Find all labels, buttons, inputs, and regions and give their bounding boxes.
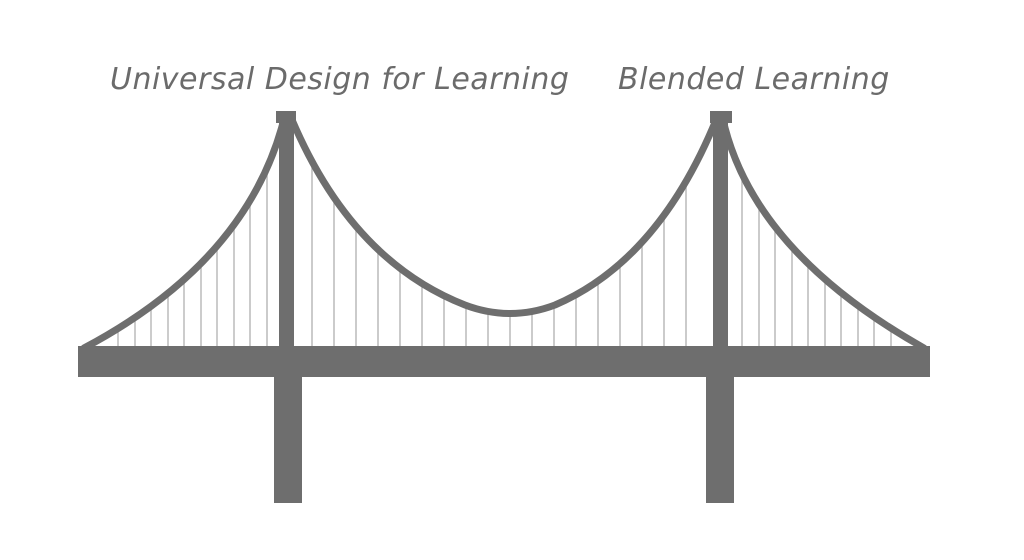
right-pillar [706, 377, 734, 503]
left-tower-label: Universal Design for Learning [110, 62, 570, 97]
main-cable-right-span [718, 111, 928, 352]
suspender-cables [117, 164, 892, 346]
main-cable-left-span [80, 111, 289, 352]
left-pillar [274, 377, 302, 503]
right-tower-label: Blended Learning [618, 62, 890, 97]
bridge-deck [78, 346, 930, 377]
main-cable-center-span [286, 111, 722, 317]
